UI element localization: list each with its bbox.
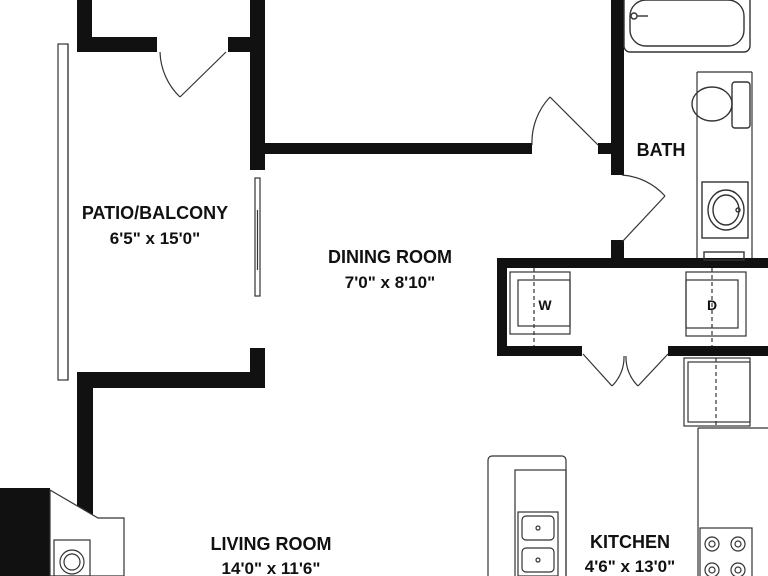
room-dim-kitchen: 4'6" x 13'0" [585, 557, 675, 576]
room-name-bath: BATH [637, 140, 686, 160]
kitchen-counter-right [697, 427, 768, 576]
door-swing-icon [582, 353, 669, 387]
door-swing-icon [159, 51, 227, 98]
wall-segment [497, 346, 582, 356]
room-name-kitchen: KITCHEN [590, 532, 670, 552]
wall-segment [497, 258, 768, 268]
dryer-icon [685, 268, 747, 346]
wall-segment [497, 258, 507, 356]
fireplace-icon [49, 488, 125, 576]
washer-icon [509, 268, 571, 346]
wall-segment [611, 240, 624, 260]
room-dim-living: 14'0" x 11'6" [222, 559, 321, 576]
refrigerator-icon [683, 357, 751, 427]
bath-wall-outline [696, 71, 753, 258]
wall-segment [0, 488, 50, 576]
room-dim-patio: 6'5" x 15'0" [110, 229, 200, 248]
washer-label: W [538, 297, 552, 313]
wall-segment [250, 143, 532, 154]
room-name-dining: DINING ROOM [328, 247, 452, 267]
sink-icon [701, 181, 749, 261]
room-dim-dining: 7'0" x 8'10" [345, 273, 435, 292]
room-name-patio: PATIO/BALCONY [82, 203, 228, 223]
wall-segment [668, 346, 768, 356]
patio-outline [57, 43, 69, 381]
sliding-door [254, 177, 261, 297]
room-name-living: LIVING ROOM [211, 534, 332, 554]
wall-segment [250, 0, 265, 170]
door-swing-icon [621, 174, 666, 243]
range-icon [699, 527, 753, 576]
toilet-icon [691, 81, 751, 129]
wall-segment [77, 372, 265, 388]
bathtub-icon [623, 0, 751, 53]
wall-segment [611, 0, 624, 175]
door-swing-icon [531, 96, 599, 146]
kitchen-counter [487, 455, 567, 576]
sink-icon [517, 511, 559, 576]
wall-segment [77, 37, 157, 52]
dryer-label: D [707, 297, 717, 313]
